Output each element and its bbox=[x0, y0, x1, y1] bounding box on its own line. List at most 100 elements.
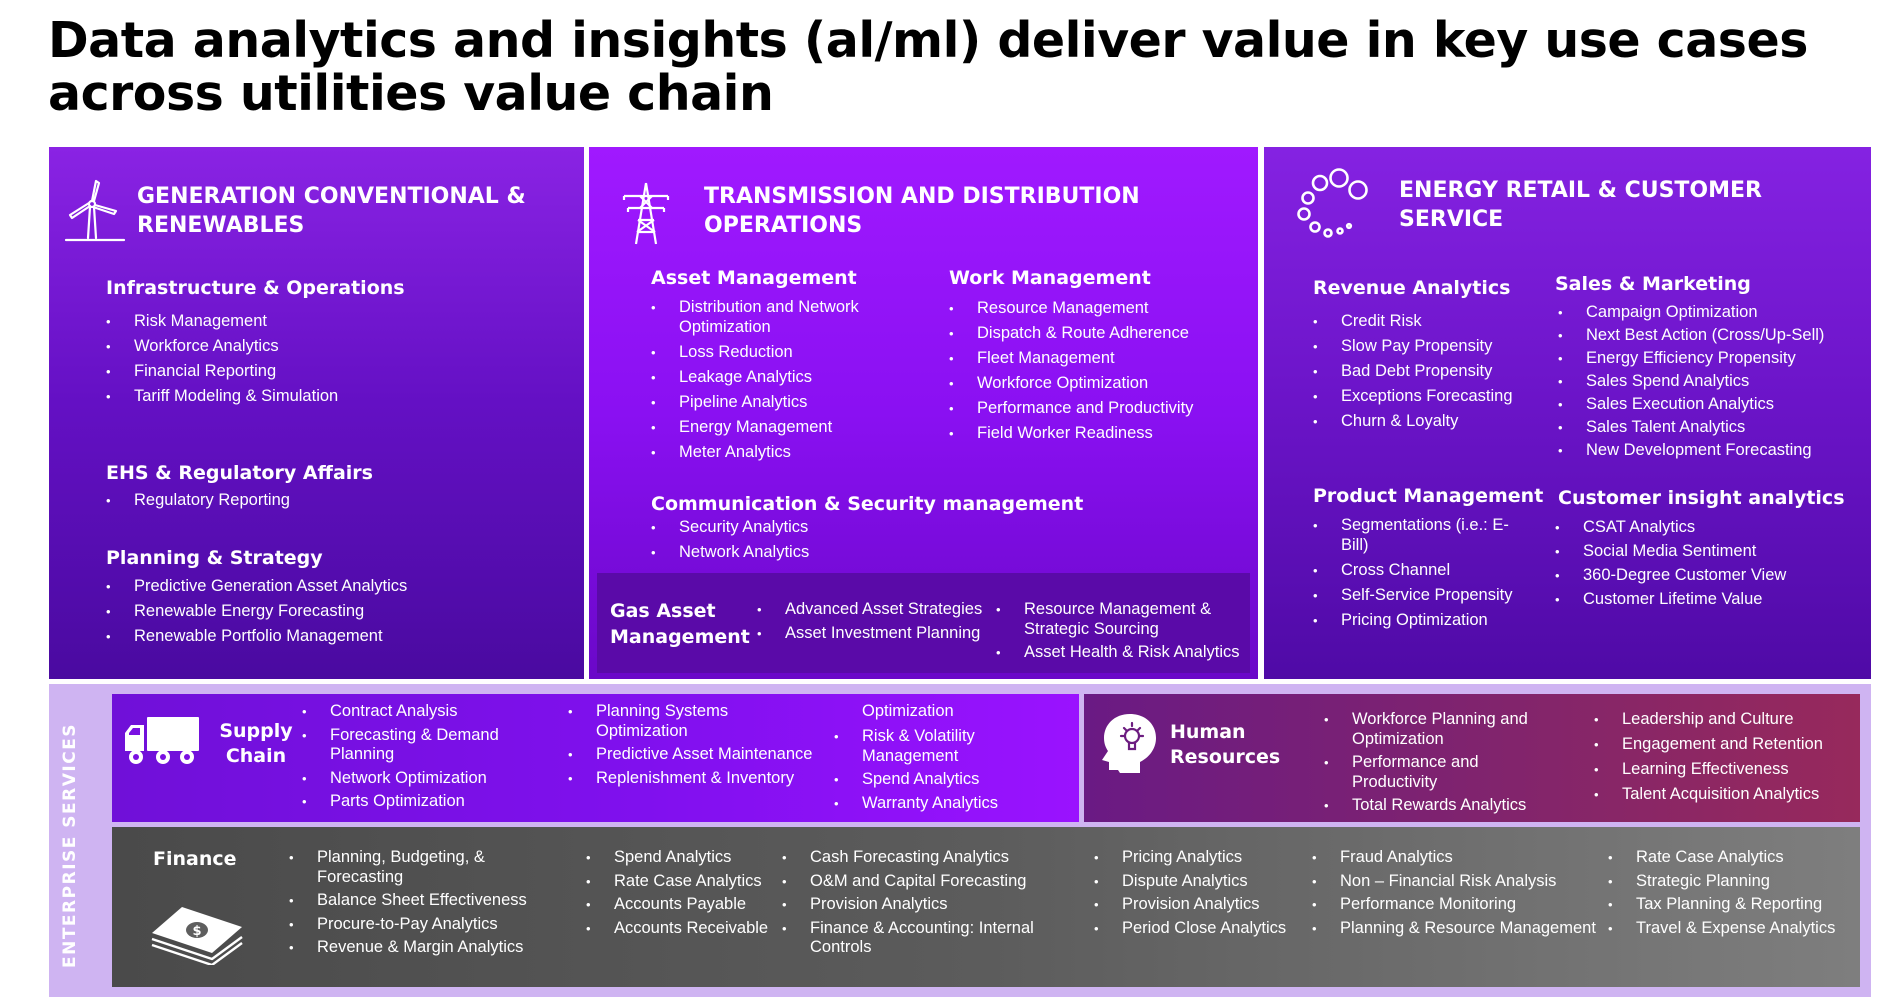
list-item: Predictive Generation Asset Analytics bbox=[106, 577, 556, 597]
finance-list-5: Fraud Analytics Non – Financial Risk Ana… bbox=[1312, 848, 1612, 942]
list-item: Tax Planning & Reporting bbox=[1608, 895, 1858, 915]
list-item: Planning, Budgeting, & Forecasting bbox=[289, 848, 539, 887]
list-item: Resource Management & Strategic Sourcing bbox=[996, 600, 1246, 639]
list-item: Distribution and Network Optimization bbox=[651, 298, 901, 337]
work-list: Resource Management Dispatch & Route Adh… bbox=[949, 299, 1249, 449]
list-item: Segmentations (i.e.: E-Bill) bbox=[1313, 516, 1533, 555]
list-item: Regulatory Reporting bbox=[106, 491, 546, 511]
infrastructure-list: Risk Management Workforce Analytics Fina… bbox=[106, 312, 546, 412]
list-item: Workforce Analytics bbox=[106, 337, 546, 357]
finance-heading: Finance bbox=[153, 848, 237, 870]
list-item: Energy Efficiency Propensity bbox=[1558, 349, 1868, 368]
list-item: Network Analytics bbox=[651, 543, 951, 563]
list-item: Renewable Portfolio Management bbox=[106, 627, 556, 647]
asset-heading: Asset Management bbox=[651, 267, 857, 289]
list-item: Slow Pay Propensity bbox=[1313, 337, 1543, 357]
list-item: Planning Systems Optimization bbox=[568, 702, 818, 741]
finance-list-3: Cash Forecasting Analytics O&M and Capit… bbox=[782, 848, 1062, 962]
list-item: Social Media Sentiment bbox=[1555, 542, 1845, 561]
list-item: Contract Analysis bbox=[302, 702, 552, 722]
list-item: Tariff Modeling & Simulation bbox=[106, 387, 546, 407]
retail-title: ENERGY RETAIL & CUSTOMER SERVICE bbox=[1399, 178, 1762, 232]
list-item: Engagement and Retention bbox=[1594, 735, 1854, 755]
list-item: Accounts Payable bbox=[586, 895, 786, 915]
infrastructure-heading: Infrastructure & Operations bbox=[106, 277, 405, 299]
list-item: Learning Effectiveness bbox=[1594, 760, 1854, 780]
list-item: Leakage Analytics bbox=[651, 368, 901, 388]
list-item: Parts Optimization bbox=[302, 792, 552, 812]
list-item: Pricing Optimization bbox=[1313, 611, 1533, 631]
list-item: Workforce Optimization bbox=[949, 374, 1249, 394]
list-item: Non – Financial Risk Analysis bbox=[1312, 872, 1612, 892]
ehs-list: Regulatory Reporting bbox=[106, 491, 546, 516]
list-item: Spend Analytics bbox=[586, 848, 786, 868]
truck-icon bbox=[125, 717, 199, 764]
revenue-heading: Revenue Analytics bbox=[1313, 277, 1511, 299]
sales-heading: Sales & Marketing bbox=[1555, 273, 1751, 295]
list-item: Dispute Analytics bbox=[1094, 872, 1314, 892]
list-item: Risk Management bbox=[106, 312, 546, 332]
sales-list: Campaign Optimization Next Best Action (… bbox=[1558, 303, 1868, 464]
comm-heading: Communication & Security management bbox=[651, 493, 1084, 515]
list-item: Provision Analytics bbox=[1094, 895, 1314, 915]
page-title: Data analytics and insights (al/ml) deli… bbox=[48, 12, 1808, 122]
list-item: New Development Forecasting bbox=[1558, 441, 1868, 460]
supply-chain-heading: Supply Chain bbox=[219, 720, 293, 767]
list-item: Security Analytics bbox=[651, 518, 951, 538]
list-item: Accounts Receivable bbox=[586, 919, 786, 939]
list-item: Strategic Planning bbox=[1608, 872, 1858, 892]
list-item: Credit Risk bbox=[1313, 312, 1543, 332]
list-item: Travel & Expense Analytics bbox=[1608, 919, 1858, 939]
list-item: Workforce Planning and Optimization bbox=[1324, 710, 1564, 749]
list-item: Rate Case Analytics bbox=[586, 872, 786, 892]
enterprise-services-label: ENTERPRISE SERVICES bbox=[60, 722, 80, 968]
power-tower-icon bbox=[622, 182, 670, 245]
list-item: Procure-to-Pay Analytics bbox=[289, 915, 539, 935]
list-item: Customer Lifetime Value bbox=[1555, 590, 1845, 609]
list-item: Planning & Resource Management bbox=[1312, 919, 1612, 939]
money-stack-icon: $ bbox=[151, 907, 243, 965]
human-resources-heading: Human Resources bbox=[1170, 721, 1281, 768]
transmission-title: TRANSMISSION AND DISTRIBUTION OPERATIONS bbox=[704, 184, 1140, 238]
list-item: CSAT Analytics bbox=[1555, 518, 1845, 537]
list-item: Meter Analytics bbox=[651, 443, 901, 463]
list-item: Performance and Productivity bbox=[1324, 753, 1564, 792]
list-item: Advanced Asset Strategies bbox=[757, 600, 997, 620]
svg-text:$: $ bbox=[192, 924, 201, 939]
list-item: Loss Reduction bbox=[651, 343, 901, 363]
list-item: Churn & Loyalty bbox=[1313, 412, 1543, 432]
supply-list-2: Planning Systems Optimization Predictive… bbox=[568, 702, 818, 792]
list-item: Campaign Optimization bbox=[1558, 303, 1868, 322]
wind-turbine-icon bbox=[64, 179, 126, 242]
bubbles-icon bbox=[1297, 168, 1368, 238]
list-item: Total Rewards Analytics bbox=[1324, 796, 1564, 816]
list-item: Talent Acquisition Analytics bbox=[1594, 785, 1854, 805]
list-item: Finance & Accounting: Internal Controls bbox=[782, 919, 1062, 958]
list-item: Renewable Energy Forecasting bbox=[106, 602, 556, 622]
asset-list: Distribution and Network Optimization Lo… bbox=[651, 298, 901, 468]
list-item: O&M and Capital Forecasting bbox=[782, 872, 1062, 892]
supply-list-1: Contract Analysis Forecasting & Demand P… bbox=[302, 702, 552, 816]
list-item: Asset Health & Risk Analytics bbox=[996, 643, 1246, 663]
list-item: Network Optimization bbox=[302, 769, 552, 789]
supply-list-3-lead: Optimization bbox=[862, 702, 954, 720]
ehs-heading: EHS & Regulatory Affairs bbox=[106, 462, 373, 484]
list-item: Pipeline Analytics bbox=[651, 393, 901, 413]
gas-list-2: Resource Management & Strategic Sourcing… bbox=[996, 600, 1246, 667]
list-item: Forecasting & Demand Planning bbox=[302, 726, 552, 765]
gas-list-1: Advanced Asset Strategies Asset Investme… bbox=[757, 600, 997, 647]
list-item: Revenue & Margin Analytics bbox=[289, 938, 539, 958]
planning-heading: Planning & Strategy bbox=[106, 547, 323, 569]
list-item: Cross Channel bbox=[1313, 561, 1533, 581]
list-item: Dispatch & Route Adherence bbox=[949, 324, 1249, 344]
finance-list-1: Planning, Budgeting, & Forecasting Balan… bbox=[289, 848, 539, 962]
revenue-list: Credit Risk Slow Pay Propensity Bad Debt… bbox=[1313, 312, 1543, 437]
supply-list-3: Risk & Volatility Management Spend Analy… bbox=[834, 727, 1064, 817]
work-heading: Work Management bbox=[949, 267, 1151, 289]
list-item: Bad Debt Propensity bbox=[1313, 362, 1543, 382]
list-item: Replenishment & Inventory bbox=[568, 769, 818, 789]
list-item: Provision Analytics bbox=[782, 895, 1062, 915]
finance-list-4: Pricing Analytics Dispute Analytics Prov… bbox=[1094, 848, 1314, 942]
head-lightbulb-icon bbox=[1102, 714, 1156, 773]
hr-list-1: Workforce Planning and Optimization Perf… bbox=[1324, 710, 1564, 820]
